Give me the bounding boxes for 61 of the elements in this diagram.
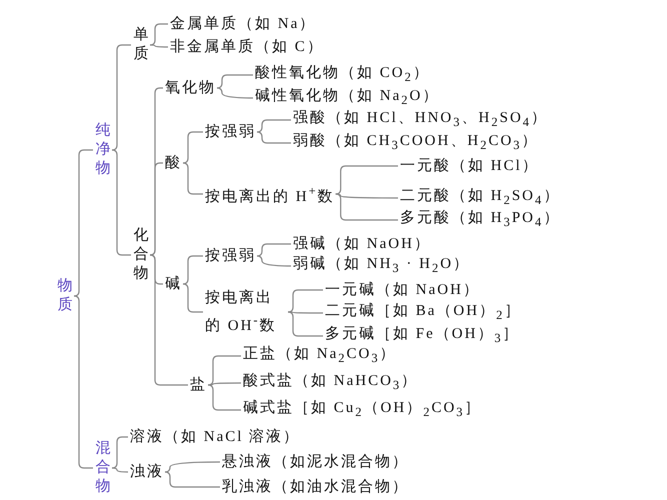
category-label: 物质 [57, 277, 73, 315]
category-label: 多元酸（如 H$_{3}$PO$_{4}$） [400, 208, 560, 232]
category-label: 氧化物 [165, 78, 216, 98]
brace-line [182, 162, 203, 195]
category-label: 二元酸（如 H$_{2}$SO$_{4}$） [400, 186, 560, 210]
category-label: 一元碱（如 NaOH） [325, 280, 480, 300]
category-label: 溶液（如 NaCl 溶液） [130, 427, 300, 447]
brace-line [182, 255, 203, 285]
brace-line [74, 295, 93, 469]
category-label: 酸式盐（如 NaHCO$_{3}$） [243, 371, 418, 395]
brace-line [256, 255, 291, 267]
brace-line [150, 44, 168, 48]
category-label: 酸 [165, 153, 182, 173]
category-label: 强酸（如 HCl、HNO$_{3}$、H$_{2}$SO$_{4}$） [293, 108, 548, 132]
category-label: 二元碱［如 Ba（OH）$_{2}$］ [325, 301, 522, 325]
brace-line [336, 193, 398, 221]
category-label: 碱式盐［如 Cu$_{2}$（OH）$_{2}$CO$_{3}$］ [243, 398, 482, 422]
category-label: 酸性氧化物（如 CO$_{2}$） [255, 63, 430, 87]
category-label: 盐 [190, 375, 207, 395]
brace-line [208, 382, 241, 386]
brace-line [182, 283, 203, 313]
brace-line [288, 311, 323, 337]
brace-line [216, 74, 253, 89]
category-label: 碱性氧化物（如 Na$_{2}$O） [255, 86, 440, 110]
category-label: 强碱（如 NaOH） [293, 234, 431, 254]
brace-line [164, 461, 220, 473]
brace-line [150, 162, 163, 256]
category-label: 按电离出的 OH$^{-}$数 [205, 287, 287, 337]
brace-line [256, 131, 291, 144]
category-label: 按强弱 [205, 246, 256, 266]
category-label: 单质 [133, 26, 149, 64]
category-label: 碱 [165, 274, 182, 294]
brace-line [112, 467, 128, 473]
category-label: 乳浊液（如油水混合物） [222, 477, 409, 497]
brace-line [208, 355, 241, 386]
brace-line [336, 193, 398, 199]
brace-line [216, 87, 253, 99]
category-label: 弱酸（如 CH$_{3}$COOH、H$_{2}$CO$_{3}$） [293, 131, 539, 155]
category-label: 悬浊液（如泥水混合物） [222, 452, 409, 472]
brace-line [208, 384, 241, 411]
category-label: 纯净物 [95, 122, 111, 178]
category-label: 按电离出的 H$^{+}$数 [205, 181, 335, 207]
brace-line [288, 289, 323, 313]
category-label: 混合物 [95, 440, 111, 496]
category-label: 非金属单质（如 C） [170, 37, 324, 57]
brace-line [112, 149, 131, 256]
brace-line [256, 119, 291, 133]
brace-line [112, 44, 131, 151]
category-label: 化合物 [133, 226, 149, 284]
category-label: 一元酸（如 HCl） [400, 156, 539, 176]
brace-line [182, 131, 203, 164]
brace-line [164, 471, 220, 488]
brace-line [336, 165, 398, 195]
category-label: 金属单质（如 Na） [170, 14, 316, 34]
brace-line [288, 311, 323, 314]
brace-line [256, 243, 291, 257]
brace-line [74, 149, 93, 297]
category-label: 按强弱 [205, 122, 256, 142]
category-label: 弱碱（如 NH$_{3}$ · H$_{2}$O） [293, 254, 470, 278]
category-label: 浊液 [130, 462, 164, 482]
brace-line [150, 254, 188, 386]
